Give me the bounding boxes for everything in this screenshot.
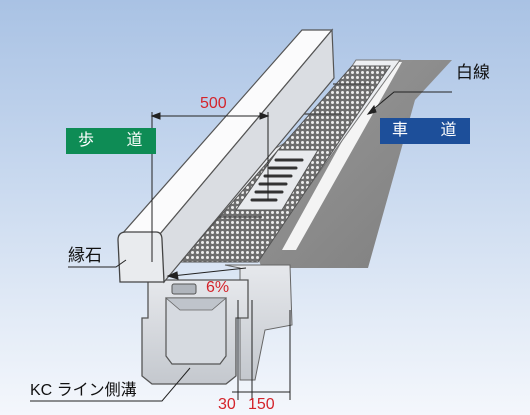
- roadway-surface: [250, 60, 452, 268]
- curb-label: 縁石: [68, 246, 102, 265]
- dimension-30-label: 30: [218, 396, 236, 413]
- leader-lines: [30, 91, 452, 402]
- gutter-label: KC ライン側溝: [30, 382, 137, 399]
- grating-seams: [214, 83, 370, 218]
- white-line-label: 白線: [456, 63, 490, 82]
- dimension-150-label: 150: [248, 396, 275, 413]
- slotted-grating: [235, 149, 319, 211]
- slope-label: 6%: [206, 279, 230, 296]
- grating-slots: [250, 158, 304, 202]
- drain-opening: [171, 283, 197, 295]
- dimension-500-label: 500: [200, 95, 227, 112]
- roadway-badge: 車 道: [380, 118, 471, 144]
- curb-end: [117, 231, 165, 283]
- sidewalk-badge: 歩 道: [66, 128, 157, 154]
- dimension-30-150-lines: [232, 300, 291, 400]
- slope-arrow: [166, 267, 247, 280]
